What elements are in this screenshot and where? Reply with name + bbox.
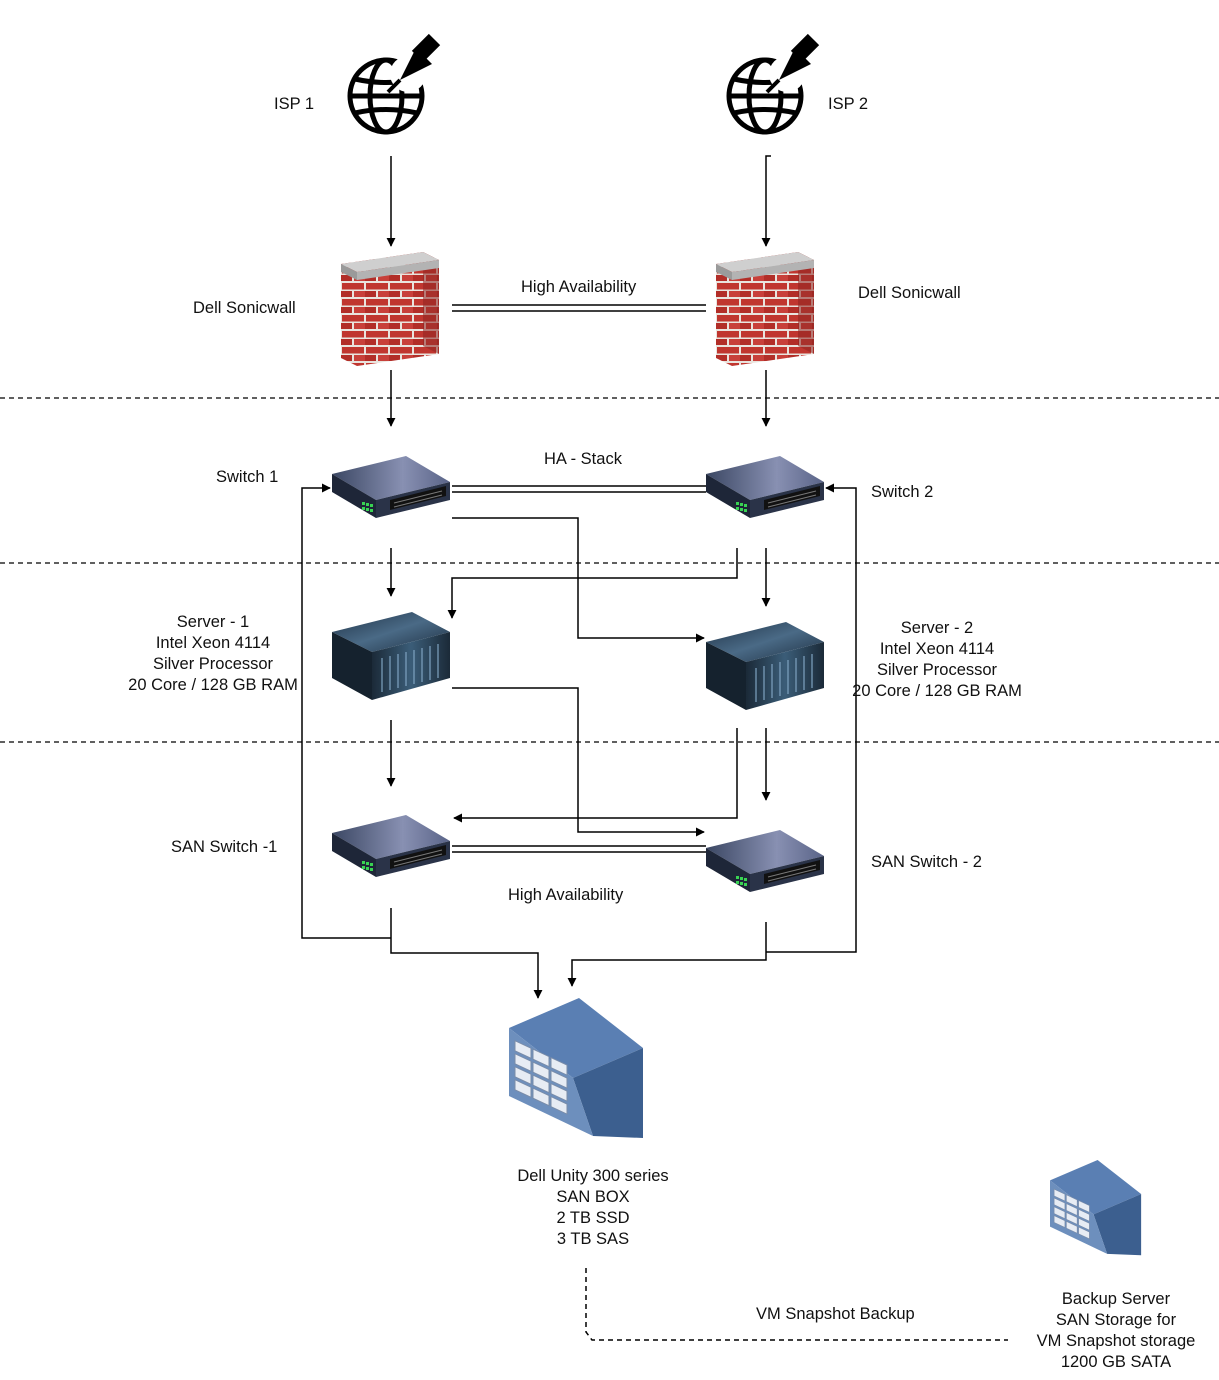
server-1-label: Server - 1 Intel Xeon 4114 Silver Proces…	[112, 612, 314, 696]
backup-server-name: Backup Server	[1061, 1290, 1171, 1308]
switch-1-icon	[331, 455, 451, 519]
edge-sanswitch2-switch2	[766, 483, 857, 953]
firewall-2-brick-icon	[716, 252, 814, 366]
edge-server2-sanswitch1	[453, 728, 738, 823]
backup-link-label: VM Snapshot Backup	[756, 1305, 915, 1323]
backup-server-purpose: VM Snapshot storage	[1036, 1332, 1196, 1350]
switch-2-icon	[705, 455, 825, 519]
server-2-label: Server - 2 Intel Xeon 4114 Silver Proces…	[836, 618, 1038, 702]
backup-server-storage-icon	[1049, 1159, 1142, 1256]
san-box-sas: 3 TB SAS	[556, 1230, 630, 1248]
edge-server1-sanswitch2	[452, 687, 705, 837]
isp-2-label: ISP 2	[828, 95, 869, 113]
server-2-icon	[705, 621, 825, 711]
san-box-model: Dell Unity 300 series	[517, 1167, 669, 1185]
edge-sanswitch2-sanbox	[567, 922, 767, 987]
san-switch-2-label: SAN Switch - 2	[871, 853, 982, 871]
isp-1-label: ISP 1	[274, 95, 315, 113]
edge-sanbox-backup	[585, 1268, 1008, 1341]
san-box-storage-icon	[508, 997, 644, 1139]
server-1-name: Server - 1	[176, 613, 250, 631]
server-1-cpu-tier: Silver Processor	[152, 655, 274, 673]
server-1-cpu: Intel Xeon 4114	[155, 634, 271, 652]
isp-2-globe-pin-icon	[729, 34, 819, 132]
backup-server-role: SAN Storage for	[1055, 1311, 1177, 1329]
san-switch-1-icon	[331, 814, 451, 878]
isp-1-globe-pin-icon	[350, 34, 440, 132]
switch-1-label: Switch 1	[216, 468, 279, 486]
firewall-ha-label: High Availability	[521, 278, 637, 296]
firewall-1-label: Dell Sonicwall	[193, 299, 296, 317]
switch-stack-label: HA - Stack	[544, 450, 622, 468]
edge-sanswitch1-sanbox	[390, 908, 543, 999]
firewall-2-label: Dell Sonicwall	[858, 284, 961, 302]
san-box-label: Dell Unity 300 series SAN BOX 2 TB SSD 3…	[488, 1166, 698, 1250]
server-2-cpu-tier: Silver Processor	[876, 661, 998, 679]
server-2-cpu: Intel Xeon 4114	[879, 640, 995, 658]
connections	[301, 155, 1008, 1341]
edge-isp2-firewall2	[761, 155, 771, 247]
backup-server-label: Backup Server SAN Storage for VM Snapsho…	[1016, 1289, 1216, 1373]
edge-switch2-server1	[447, 548, 738, 619]
server-2-name: Server - 2	[900, 619, 974, 637]
switch-2-label: Switch 2	[871, 483, 934, 501]
server-1-icon	[331, 611, 451, 701]
san-switch-1-label: SAN Switch -1	[171, 838, 278, 856]
firewall-1-brick-icon	[341, 252, 439, 366]
server-2-spec: 20 Core / 128 GB RAM	[852, 682, 1022, 700]
edge-sanswitch1-switch1	[301, 483, 391, 939]
san-box-ssd: 2 TB SSD	[556, 1209, 630, 1227]
san-switch-2-icon	[705, 829, 825, 893]
server-1-spec: 20 Core / 128 GB RAM	[128, 676, 298, 694]
backup-server-capacity: 1200 GB SATA	[1060, 1353, 1172, 1371]
san-switch-ha-label: High Availability	[508, 886, 624, 904]
san-box-type: SAN BOX	[556, 1188, 630, 1206]
